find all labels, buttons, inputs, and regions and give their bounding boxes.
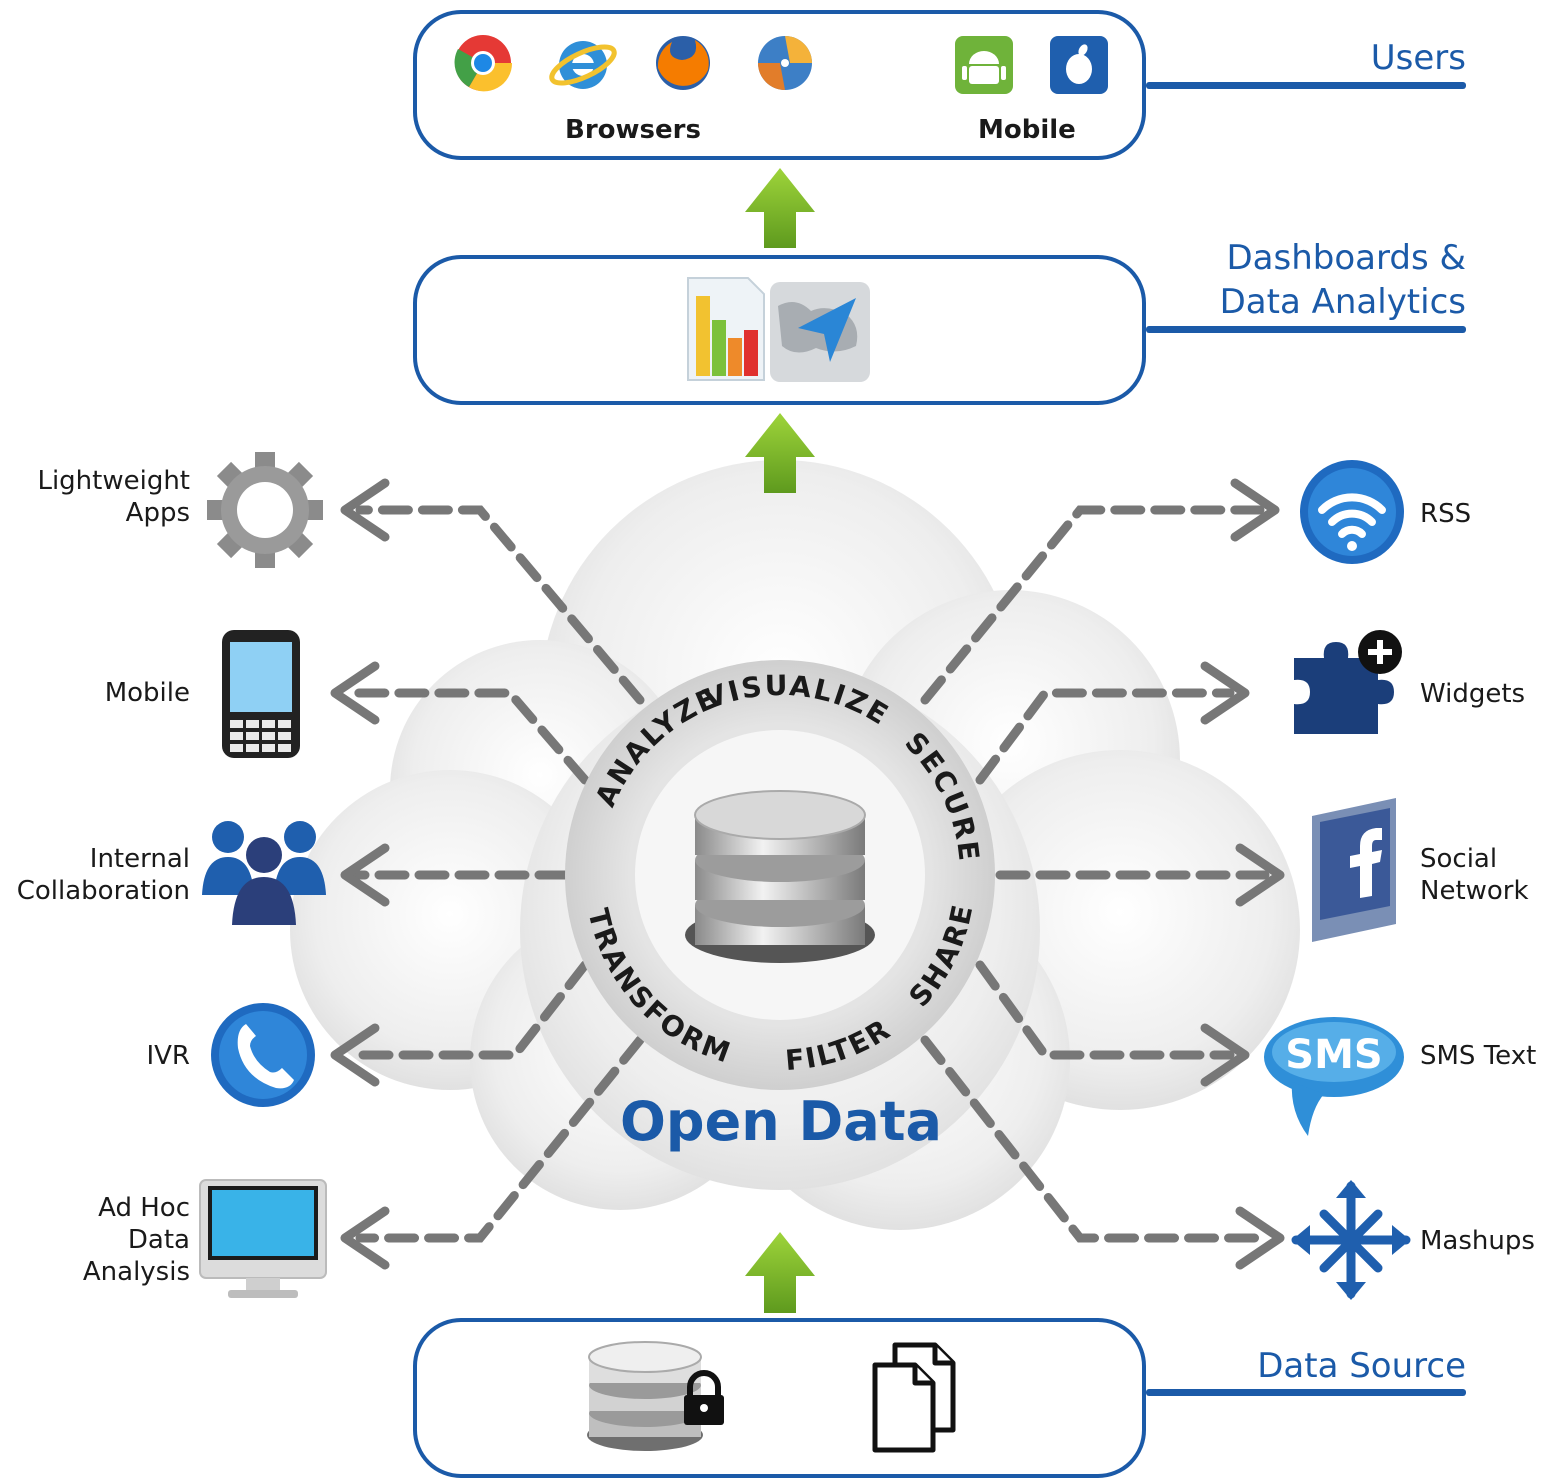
connector-lightweight-apps	[355, 505, 645, 705]
mashup-arrows-icon	[1291, 1180, 1411, 1300]
browsers-label: Browsers	[565, 115, 701, 145]
label-line: Mashups	[1420, 1226, 1535, 1256]
up-arrow-to-users	[745, 168, 815, 248]
connector-sms	[975, 960, 1235, 1060]
arrowhead-mashups	[1235, 1206, 1285, 1270]
rss-wifi-icon	[1300, 460, 1404, 564]
label-line: RSS	[1420, 499, 1472, 529]
arrowhead-widgets	[1200, 661, 1250, 725]
right-node-sms-text-label: SMS Text	[1420, 1040, 1536, 1072]
mobile-phone-icon	[222, 630, 300, 758]
arrowhead-ad-hoc	[340, 1206, 390, 1270]
arrowhead-lightweight-apps	[340, 478, 390, 542]
puzzle-plus-icon	[1294, 630, 1402, 734]
left-node-lightweight-apps-label: Lightweight Apps	[37, 465, 190, 529]
label-line: Collaboration	[16, 876, 190, 906]
bar-chart-report-icon	[687, 277, 765, 381]
firefox-icon	[656, 36, 710, 90]
android-icon	[955, 36, 1013, 94]
people-group-icon	[202, 821, 326, 925]
connector-ad-hoc	[355, 1035, 645, 1243]
dashboards-title-line1: Dashboards &	[1226, 238, 1467, 278]
connector-arrowheads	[330, 478, 1285, 1270]
right-node-rss-label: RSS	[1420, 498, 1471, 530]
label-line: Analysis	[82, 1257, 190, 1287]
mobile-platform-icons	[955, 36, 1108, 94]
label-line: Data	[127, 1225, 190, 1255]
left-node-ad-hoc-label: Ad Hoc Data Analysis	[83, 1192, 190, 1288]
dashboard-icons	[687, 277, 870, 382]
label-line: Network	[1420, 876, 1529, 906]
dashboards-leader-line	[1146, 326, 1466, 333]
arrowhead-internal-collaboration	[340, 843, 390, 907]
label-line: Lightweight	[37, 466, 190, 496]
arrowhead-ivr	[330, 1023, 380, 1087]
users-title: Users	[1370, 38, 1466, 78]
label-line: Widgets	[1420, 679, 1526, 709]
data-source-icons	[587, 1341, 956, 1453]
gear-icon	[207, 452, 323, 568]
label-line: Mobile	[104, 678, 190, 708]
connector-lines	[345, 505, 1270, 1243]
internet-explorer-icon	[549, 41, 617, 89]
left-node-ivr-label: IVR	[146, 1040, 190, 1072]
mobile-platform-label: Mobile	[978, 115, 1076, 145]
desktop-monitor-icon	[199, 1179, 327, 1298]
users-leader-line	[1146, 82, 1466, 89]
map-navigation-icon	[770, 282, 870, 382]
arrowhead-social-network	[1235, 843, 1285, 907]
phone-icon	[211, 1003, 315, 1107]
connector-ivr	[345, 960, 590, 1060]
up-arrow-from-data-source	[745, 1232, 815, 1313]
arrowhead-mobile	[330, 661, 380, 725]
sms-bubble-icon: SMS	[1264, 1017, 1404, 1136]
right-node-widgets-label: Widgets	[1420, 678, 1525, 710]
sms-badge-text: SMS	[1285, 1032, 1382, 1078]
apple-icon	[1050, 36, 1108, 94]
data-source-title: Data Source	[1257, 1346, 1466, 1386]
documents-icon	[872, 1342, 956, 1453]
dashboards-title-line2: Data Analytics	[1219, 282, 1466, 322]
connector-rss	[920, 505, 1265, 705]
open-data-title: Open Data	[620, 1090, 942, 1153]
connector-mashups	[920, 1035, 1270, 1243]
locked-database-icon	[587, 1341, 724, 1451]
left-node-internal-collaboration-label: Internal Collaboration	[17, 843, 190, 907]
label-line: Apps	[125, 498, 190, 528]
browser-icons	[454, 35, 812, 92]
safari-icon	[758, 36, 812, 90]
data-source-leader-line	[1146, 1389, 1466, 1396]
chrome-icon	[454, 35, 513, 92]
label-line: SMS Text	[1420, 1041, 1537, 1071]
data-source-box	[413, 1318, 1146, 1478]
connector-mobile	[345, 688, 590, 785]
label-line: Internal	[89, 844, 190, 874]
label-line: Social	[1420, 844, 1498, 874]
label-line: IVR	[146, 1041, 190, 1071]
up-arrow-to-dashboards	[745, 413, 815, 493]
arrowhead-rss	[1230, 478, 1280, 542]
flow-arrows	[745, 168, 815, 1313]
right-node-mashups-label: Mashups	[1420, 1225, 1535, 1257]
connector-widgets	[975, 688, 1235, 785]
right-node-social-network-label: Social Network	[1420, 843, 1529, 907]
arrowhead-sms	[1200, 1023, 1250, 1087]
label-line: Ad Hoc	[98, 1193, 190, 1223]
database-icon	[685, 790, 875, 963]
facebook-icon	[1312, 798, 1396, 942]
left-node-mobile-label: Mobile	[105, 677, 190, 709]
